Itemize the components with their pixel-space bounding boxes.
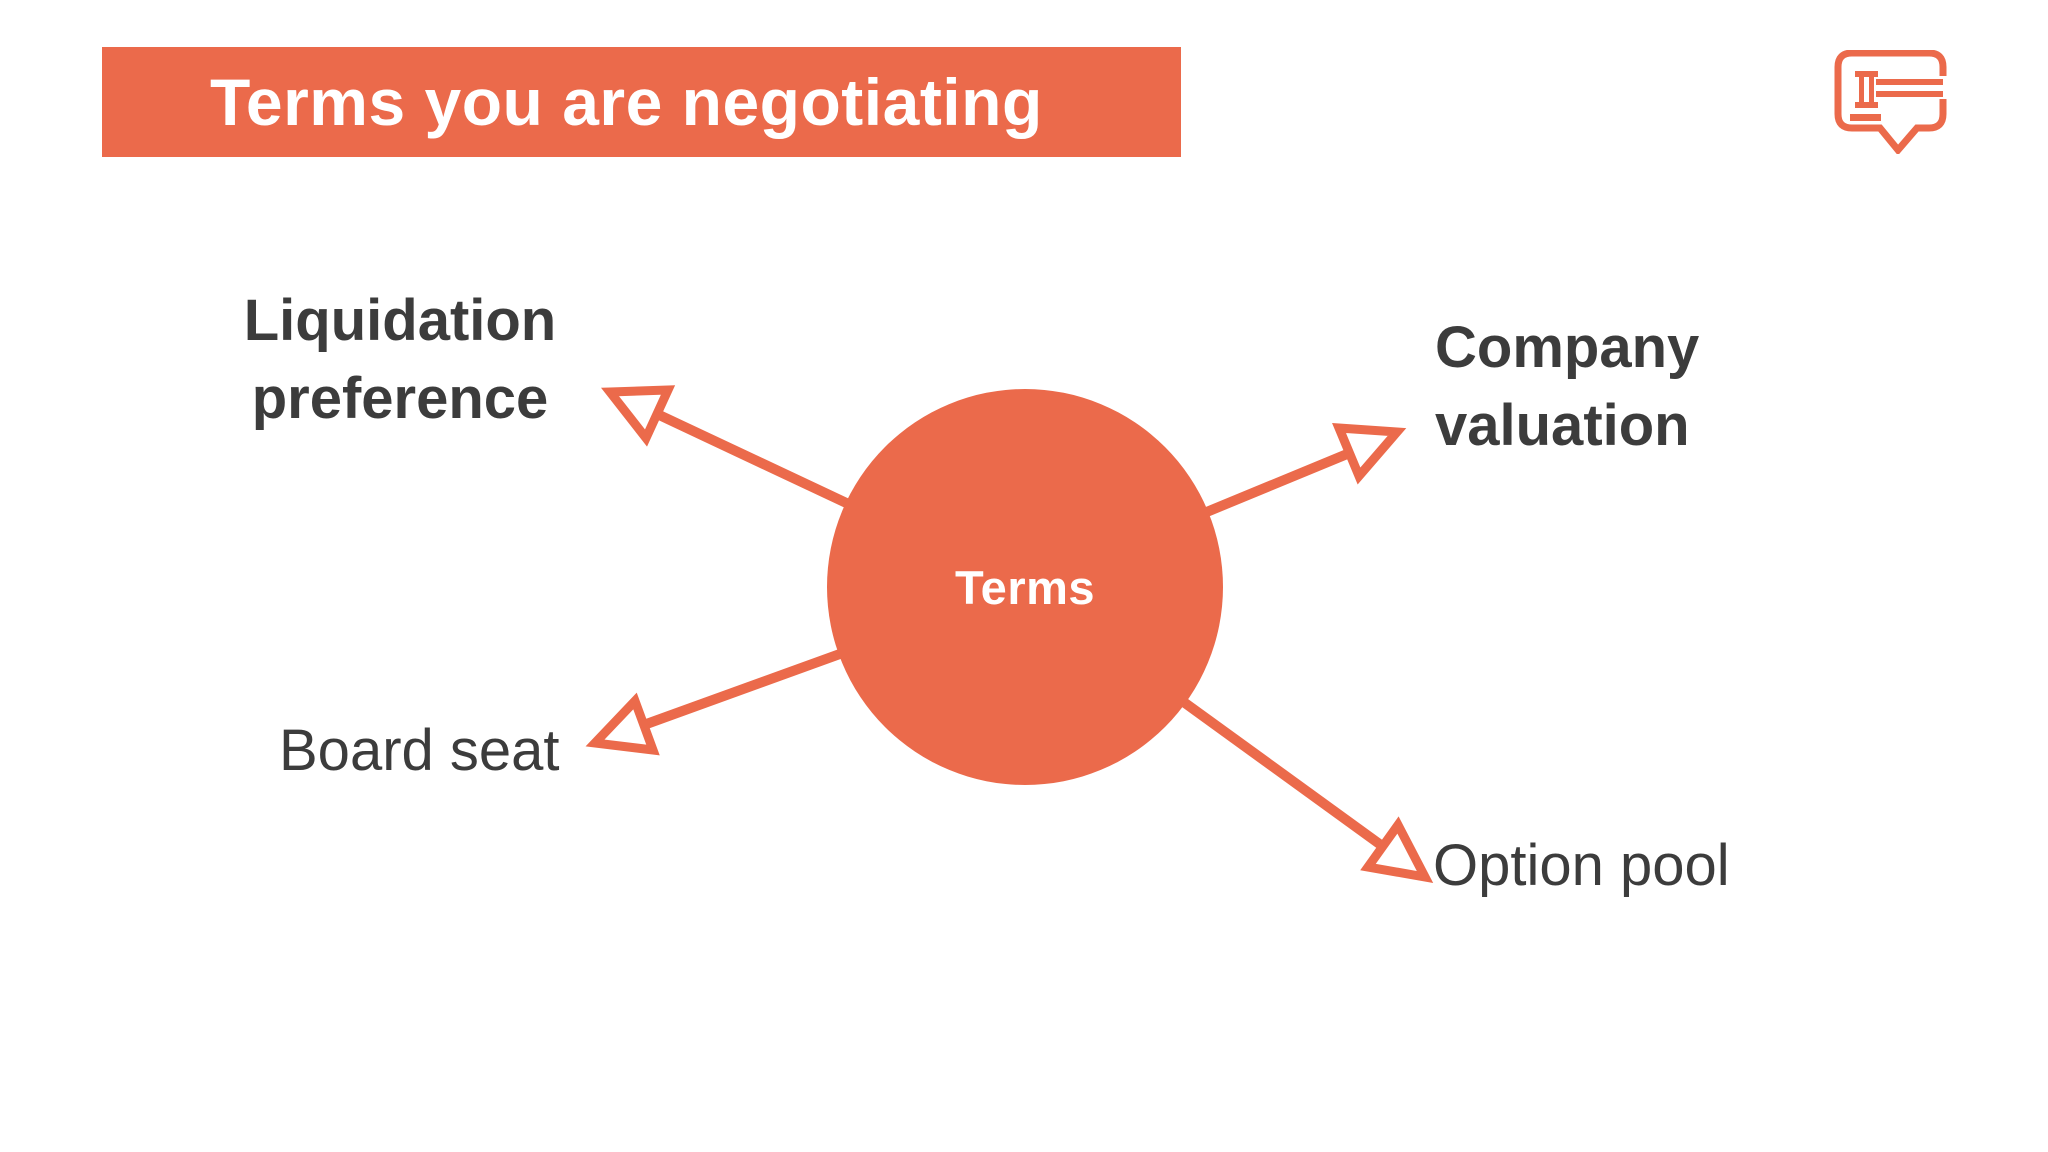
node-label-company-valuation: Company valuation <box>1435 309 1699 465</box>
node-label-option-pool: Option pool <box>1433 827 1730 905</box>
node-label-line: preference <box>251 366 549 431</box>
node-label-line: Board seat <box>279 718 560 783</box>
node-label-line: Option pool <box>1433 833 1730 898</box>
node-label-board-seat: Board seat <box>279 712 560 790</box>
arrowhead-icon <box>1360 816 1434 884</box>
gavel-speech-bubble-icon <box>1834 50 1947 154</box>
node-label-line: Company <box>1435 315 1700 380</box>
arrowhead-icon <box>601 385 676 447</box>
slide-title: Terms you are negotiating <box>210 65 1043 139</box>
gavel-base <box>1850 114 1881 121</box>
arrowhead-icon <box>585 692 660 756</box>
hub-label: Terms <box>954 560 1096 614</box>
node-label-liquidation-preference: Liquidation preference <box>180 282 620 438</box>
gavel-handle-top <box>1876 79 1943 85</box>
slide-title-bar: Terms you are negotiating <box>102 47 1181 157</box>
gavel-handle-bottom <box>1876 91 1943 97</box>
node-label-line: Liquidation <box>243 288 557 353</box>
hub-circle: Terms <box>827 389 1223 785</box>
speech-bubble-outline <box>1834 50 1947 154</box>
node-label-line: valuation <box>1435 393 1690 458</box>
gavel-post-top <box>1855 71 1878 77</box>
arrowhead-icon <box>1332 423 1407 485</box>
gavel-post-right <box>1869 77 1874 102</box>
gavel-post-left <box>1859 77 1864 102</box>
gavel-post-bottom <box>1855 102 1878 108</box>
